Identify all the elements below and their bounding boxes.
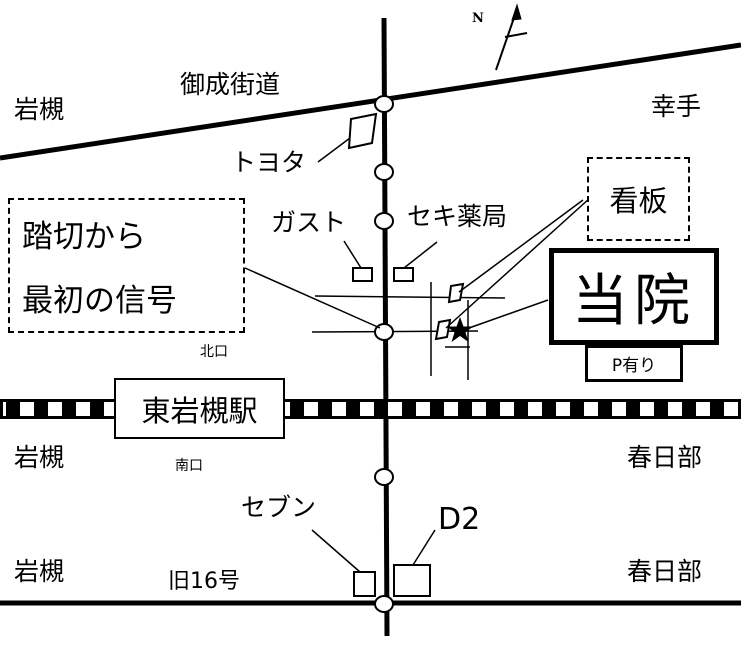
directions-note-box: 踏切から 最初の信号 — [8, 198, 245, 333]
landmark-toyota: トヨタ — [231, 148, 307, 177]
seki-building — [393, 267, 414, 282]
directions-note-line2: 最初の信号 — [22, 283, 177, 319]
place-mid-left: 岩槻 — [14, 443, 65, 472]
north-label: N — [472, 11, 484, 26]
place-top-right: 幸手 — [651, 92, 702, 121]
signboard-label: 看板 — [609, 184, 668, 218]
signboard-2 — [434, 318, 452, 341]
place-bottom-left: 岩槻 — [14, 557, 65, 586]
landmark-gusto: ガスト — [271, 208, 347, 237]
clinic-label: 当院 — [572, 269, 696, 334]
parking-box: P有り — [585, 345, 683, 382]
directions-note-line1: 踏切から — [22, 219, 146, 255]
railway-line — [0, 399, 741, 419]
signboard-box: 看板 — [587, 157, 690, 241]
clinic-star-icon — [447, 317, 473, 342]
clinic-box: 当院 — [549, 248, 719, 345]
station-south-exit: 南口 — [175, 458, 203, 474]
place-mid-right: 春日部 — [627, 443, 703, 472]
d2-building — [393, 564, 431, 597]
place-top-left: 岩槻 — [14, 95, 65, 124]
landmark-seven: セブン — [241, 493, 317, 522]
top-road-name: 御成街道 — [180, 70, 281, 99]
north-arrow-icon — [495, 3, 528, 71]
signboard-1 — [447, 282, 465, 304]
toyota-building — [347, 112, 378, 150]
gusto-building — [352, 267, 373, 282]
landmark-seki-pharmacy: セキ薬局 — [407, 202, 508, 231]
landmark-d2: D2 — [438, 502, 481, 537]
seven-building — [353, 571, 376, 597]
parking-label: P有り — [611, 356, 657, 376]
top-road-line — [0, 42, 741, 161]
bottom-road-name: 旧16号 — [168, 569, 240, 594]
station-name: 東岩槻駅 — [141, 393, 258, 428]
station-box: 東岩槻駅 — [114, 378, 285, 439]
traffic-signals — [374, 95, 394, 613]
station-north-exit: 北口 — [200, 344, 228, 360]
place-bottom-right: 春日部 — [627, 557, 703, 586]
